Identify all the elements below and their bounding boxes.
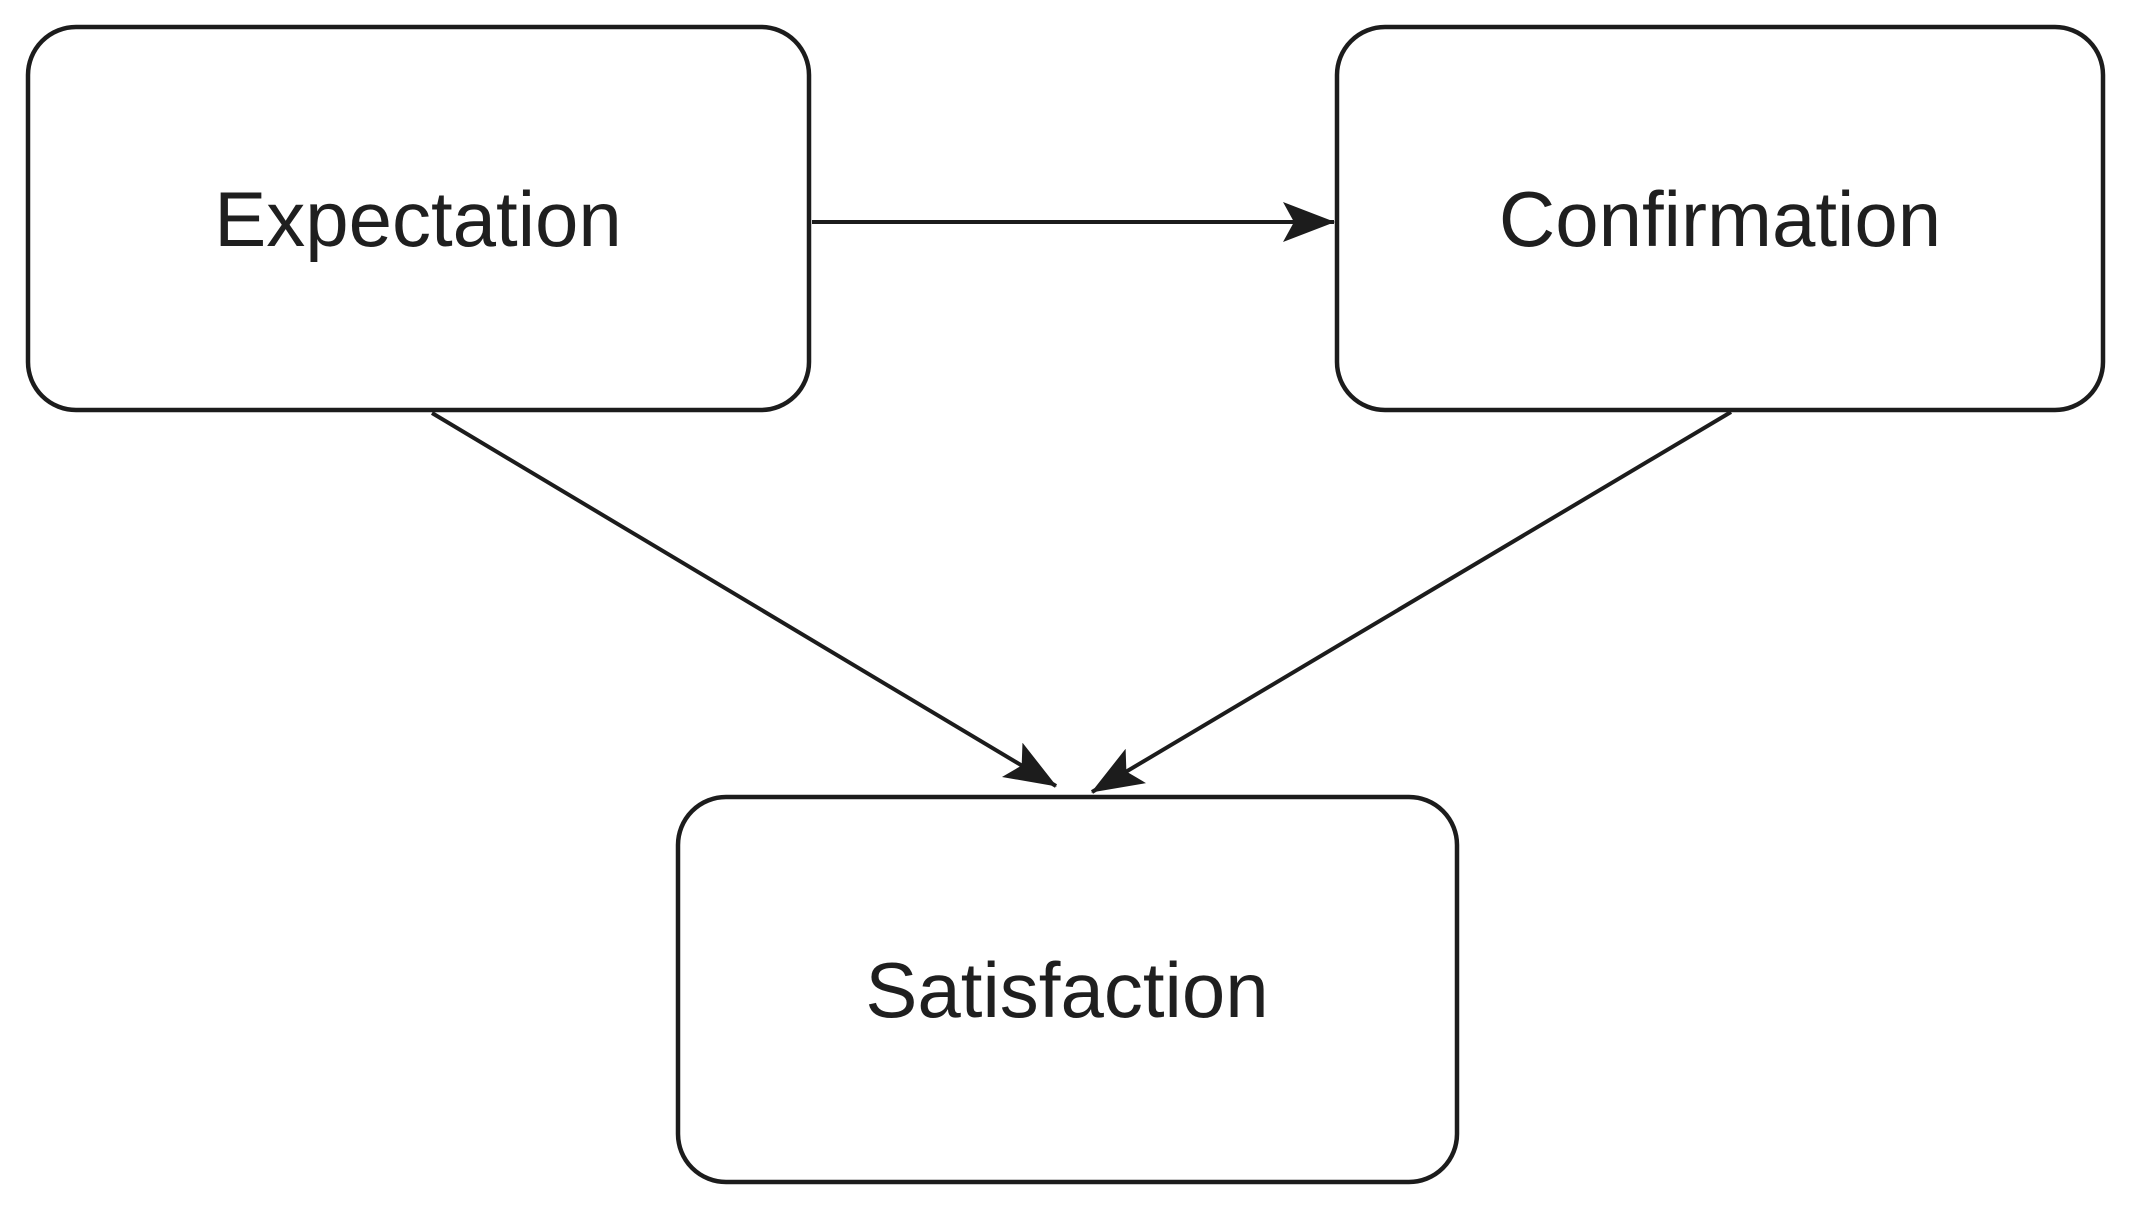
node-expectation-label: Expectation xyxy=(214,175,622,263)
node-satisfaction-label: Satisfaction xyxy=(865,946,1268,1034)
edge-expectation-to-satisfaction xyxy=(430,411,1058,788)
edge-confirmation-to-satisfaction-line xyxy=(1090,410,1733,794)
node-satisfaction-box xyxy=(675,794,1460,1185)
node-confirmation: Confirmation xyxy=(1334,24,2106,413)
node-satisfaction: Satisfaction xyxy=(675,794,1460,1185)
node-expectation-box xyxy=(25,24,812,413)
node-confirmation-label: Confirmation xyxy=(1499,175,1941,263)
edge-confirmation-to-satisfaction xyxy=(1090,410,1733,794)
node-confirmation-box xyxy=(1334,24,2106,413)
edge-expectation-to-satisfaction-line xyxy=(430,411,1058,788)
node-expectation: Expectation xyxy=(25,24,812,413)
